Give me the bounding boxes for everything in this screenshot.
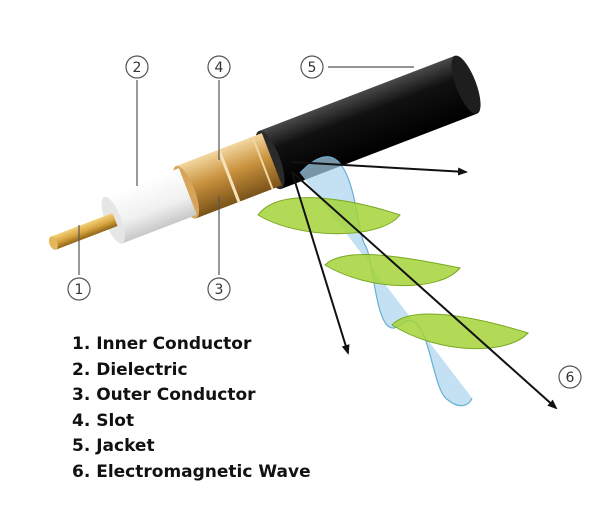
legend-item-slot: 4. Slot [72,410,135,431]
electromagnetic-wave [257,156,558,410]
svg-text:6: 6 [566,370,575,386]
field-arrow-down [291,171,350,355]
wave-axis-arrow [291,171,558,410]
callout-3: 3 [207,277,231,301]
legend-item-jacket: 5. Jacket [72,436,155,457]
svg-text:3: 3 [215,282,224,298]
callout-1: 1 [67,277,91,301]
callout-2: 2 [125,55,149,79]
cable [48,55,481,250]
leader-lines [78,66,414,275]
slot [217,149,241,203]
callout-6: 6 [558,365,582,389]
legend-item-electromagnetic-wave: 6. Electromagnetic Wave [72,461,311,482]
legend-item-inner-conductor: 1. Inner Conductor [72,334,252,354]
svg-text:4: 4 [215,60,224,76]
wave-green-field [257,197,529,350]
svg-text:2: 2 [133,60,142,76]
legend-item-outer-conductor: 3. Outer Conductor [72,385,256,406]
legend: 1. Inner Conductor 2. Dielectric 3. Oute… [72,332,311,486]
callouts: 1 2 3 4 5 6 [67,55,582,389]
dielectric [101,168,197,244]
svg-text:5: 5 [308,60,317,76]
svg-text:1: 1 [75,282,84,298]
legend-item-dielectric: 2. Dielectric [72,359,188,380]
inner-conductor [48,212,118,250]
callout-4: 4 [207,55,231,79]
callout-5: 5 [300,55,324,79]
field-arrow-horizontal [291,161,468,176]
